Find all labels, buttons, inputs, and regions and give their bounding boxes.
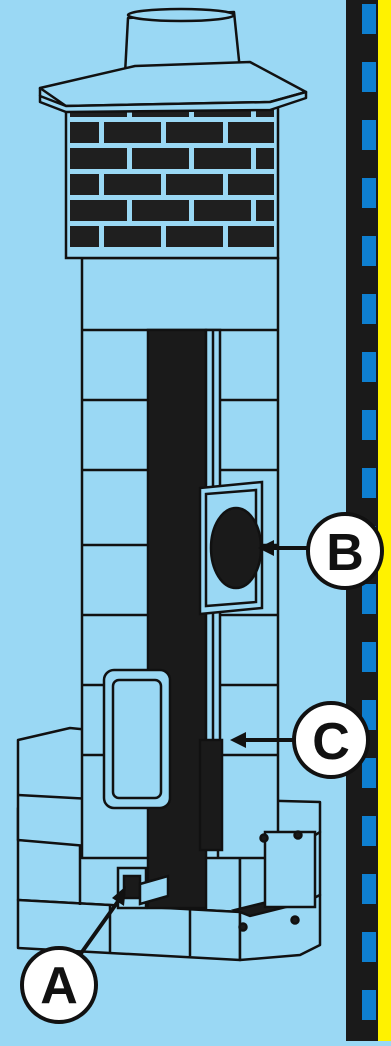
stripe-dash	[362, 758, 376, 788]
brick	[228, 122, 274, 143]
brick	[104, 122, 161, 143]
brick	[228, 226, 274, 247]
stripe-dash	[362, 294, 376, 324]
brick	[70, 174, 99, 195]
stripe-dash	[362, 4, 376, 34]
stripe-dash	[362, 410, 376, 440]
brick-top	[66, 92, 278, 258]
stripe-dash	[362, 236, 376, 266]
stripe-dash	[362, 468, 376, 498]
brick	[166, 226, 223, 247]
brick	[194, 148, 251, 169]
brick	[104, 226, 161, 247]
brick	[132, 148, 189, 169]
stripe-dash	[362, 932, 376, 962]
stripe-dash	[362, 816, 376, 846]
brick	[166, 174, 223, 195]
label-b: B	[326, 524, 364, 582]
stripe-dash	[362, 352, 376, 382]
stripe-dash	[362, 584, 376, 614]
brick	[70, 200, 127, 221]
brick	[228, 174, 274, 195]
brick	[70, 122, 99, 143]
brick	[104, 174, 161, 195]
cleanout-door	[104, 670, 170, 808]
stripe-dash	[362, 178, 376, 208]
stripe-dash	[362, 642, 376, 672]
brick	[166, 122, 223, 143]
stripe-dash	[362, 62, 376, 92]
brick	[256, 200, 274, 221]
label-c: C	[312, 713, 350, 771]
stripe-dash	[362, 990, 376, 1020]
flue-connector-plate	[200, 482, 262, 614]
brick	[70, 148, 127, 169]
flue-liner	[148, 330, 222, 908]
brick	[194, 200, 251, 221]
brick	[70, 226, 99, 247]
stripe-dash	[362, 874, 376, 904]
label-a: A	[40, 957, 78, 1015]
brick	[256, 148, 274, 169]
stripe-dash	[362, 120, 376, 150]
brick	[132, 200, 189, 221]
